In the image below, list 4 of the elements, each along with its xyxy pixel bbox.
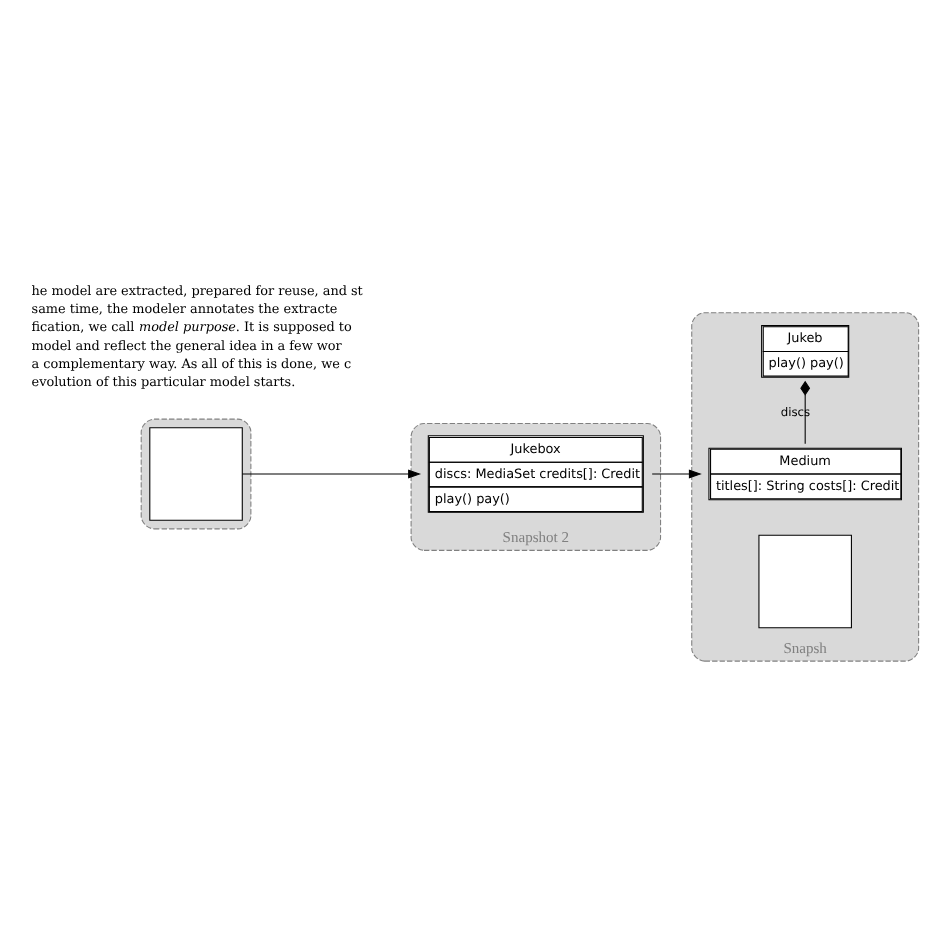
connector [800, 380, 811, 445]
arrow [651, 469, 702, 479]
arrow [241, 469, 422, 479]
node-box [758, 534, 852, 629]
